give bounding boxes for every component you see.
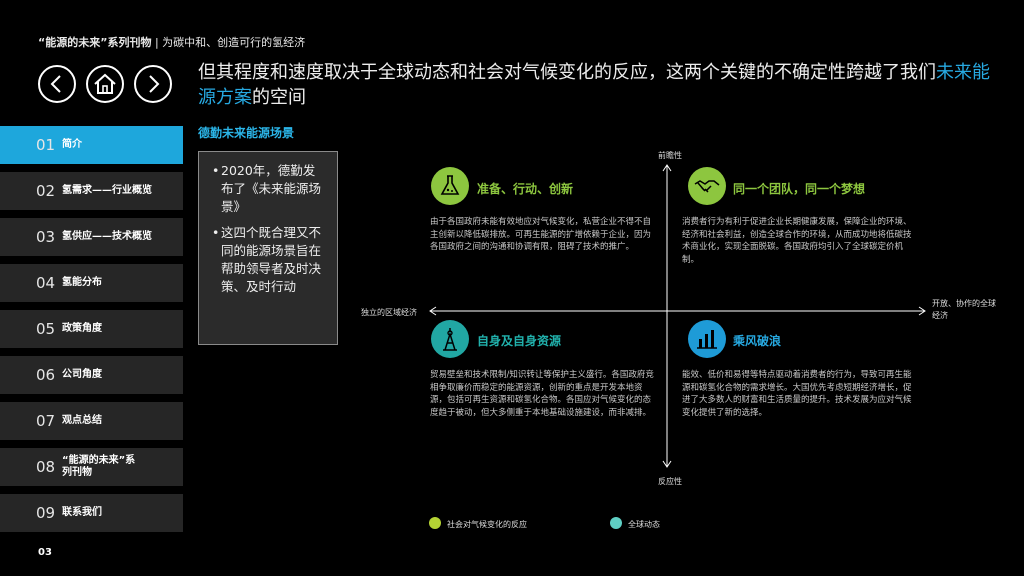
headline-text-end: 的空间 bbox=[252, 87, 306, 108]
axis-right-label: 开放、协作的全球经济 bbox=[932, 299, 996, 320]
callout-bullet: 2020年，德勤发布了《未来能源场景》 bbox=[212, 162, 327, 216]
menu-label: 氢供应——技术概览 bbox=[62, 231, 152, 242]
scenario-axes bbox=[429, 164, 926, 468]
legend-dot-climate bbox=[429, 517, 441, 529]
callout-bullet: 这四个既合理又不同的能源场景旨在帮助领导者及时决策、及时行动 bbox=[212, 224, 327, 296]
legend-label: 社会对气候变化的反应 bbox=[447, 520, 527, 529]
menu-number: 02 bbox=[36, 182, 56, 200]
menu-item-08[interactable]: 08 “能源的未来”系列刊物 bbox=[0, 448, 183, 486]
quadrant-description: 能效、低价和易得等特点驱动着消费者的行为，导致可再生能源和碳氢化合物的需求增长。… bbox=[682, 370, 912, 418]
page-number: 03 bbox=[38, 547, 52, 558]
menu-number: 09 bbox=[36, 504, 56, 522]
menu-item-09[interactable]: 09 联系我们 bbox=[0, 494, 183, 532]
legend-label: 全球动态 bbox=[628, 520, 660, 529]
quadrant-description: 贸易壁垒和技术限制/知识转让等保护主义盛行。各国政府竞相争取廉价而稳定的能源资源… bbox=[430, 370, 654, 418]
chevron-left-icon bbox=[50, 75, 61, 93]
handshake-icon bbox=[688, 167, 726, 205]
menu-number: 05 bbox=[36, 320, 56, 338]
legend-dot-global bbox=[610, 517, 622, 529]
quadrant-title: 乘风破浪 bbox=[733, 334, 782, 348]
headline-text: 但其程度和速度取决于全球动态和社会对气候变化的反应，这两个关键的不确定性跨越了我… bbox=[198, 62, 936, 83]
headline-highlight: 未来能源方案 bbox=[198, 62, 990, 108]
menu-number: 06 bbox=[36, 366, 56, 384]
callout-box: 2020年，德勤发布了《未来能源场景》 这四个既合理又不同的能源场景旨在帮助领导… bbox=[198, 151, 338, 345]
axis-top-label: 前瞻性 bbox=[658, 151, 682, 160]
menu-item-02[interactable]: 02 氢需求——行业概览 bbox=[0, 172, 183, 210]
flask-icon bbox=[431, 167, 469, 205]
quadrant-title: 同一个团队，同一个梦想 bbox=[733, 182, 866, 196]
quadrant-description: 由于各国政府未能有效地应对气候变化，私营企业不得不自主创新以降低碳排放。可再生能… bbox=[430, 217, 652, 252]
menu-item-04[interactable]: 04 氢能分布 bbox=[0, 264, 183, 302]
menu-item-03[interactable]: 03 氢供应——技术概览 bbox=[0, 218, 183, 256]
home-button[interactable] bbox=[86, 65, 124, 103]
menu-label: 氢能分布 bbox=[62, 277, 102, 288]
quadrant-title: 准备、行动、创新 bbox=[477, 182, 574, 196]
menu-label: 联系我们 bbox=[62, 507, 102, 518]
menu-label: 简介 bbox=[62, 139, 82, 150]
menu-item-06[interactable]: 06 公司角度 bbox=[0, 356, 183, 394]
back-button[interactable] bbox=[38, 65, 76, 103]
chevron-right-icon bbox=[149, 75, 160, 93]
menu-item-01[interactable]: 01 简介 bbox=[0, 126, 183, 164]
oil-rig-icon bbox=[431, 320, 469, 358]
headline: 但其程度和速度取决于全球动态和社会对气候变化的反应，这两个关键的不确定性跨越了我… bbox=[198, 60, 998, 110]
menu-label: “能源的未来”系列刊物 bbox=[62, 455, 136, 478]
menu-label: 氢需求——行业概览 bbox=[62, 185, 152, 196]
menu-label: 公司角度 bbox=[62, 369, 102, 380]
section-title: 德勤未来能源场景 bbox=[198, 126, 295, 140]
header-title: “能源的未来”系列刊物 | 为碳中和、创造可行的氢经济 bbox=[38, 34, 305, 50]
header-subtitle: | 为碳中和、创造可行的氢经济 bbox=[151, 36, 306, 49]
menu-number: 08 bbox=[36, 458, 56, 476]
quadrant-description: 消费者行为有利于促进企业长期健康发展，保障企业的环境、经济和社会利益，创造全球合… bbox=[682, 217, 912, 265]
menu-number: 01 bbox=[36, 136, 56, 154]
menu-item-05[interactable]: 05 政策角度 bbox=[0, 310, 183, 348]
menu-number: 03 bbox=[36, 228, 56, 246]
menu-item-07[interactable]: 07 观点总结 bbox=[0, 402, 183, 440]
series-title: “能源的未来”系列刊物 bbox=[38, 36, 152, 49]
menu-label: 观点总结 bbox=[62, 415, 102, 426]
home-icon bbox=[94, 73, 116, 94]
forward-button[interactable] bbox=[134, 65, 172, 103]
axis-bottom-label: 反应性 bbox=[658, 477, 682, 486]
quadrant-title: 自身及自身资源 bbox=[477, 334, 562, 348]
menu-number: 07 bbox=[36, 412, 56, 430]
menu-number: 04 bbox=[36, 274, 56, 292]
wind-chart-icon bbox=[688, 320, 726, 358]
menu-label: 政策角度 bbox=[62, 323, 102, 334]
axis-left-label: 独立的区域经济 bbox=[361, 308, 417, 317]
